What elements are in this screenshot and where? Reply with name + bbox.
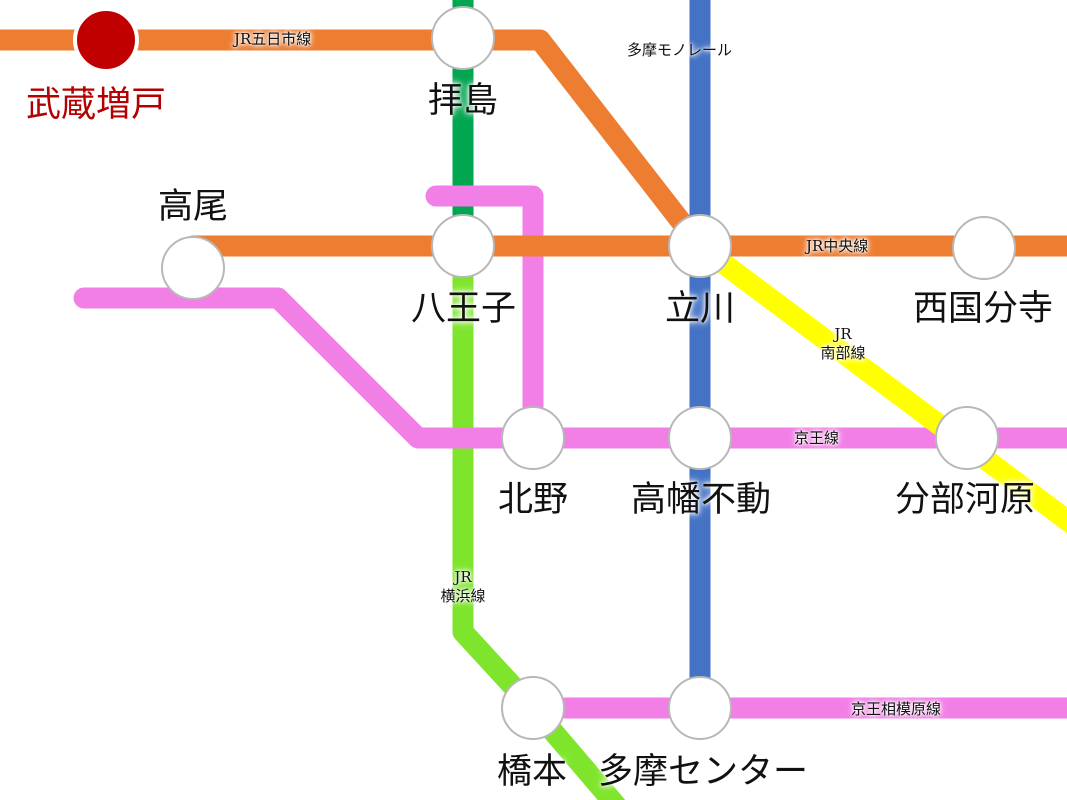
station-label-hashimoto: 橋本 (497, 752, 568, 792)
station-marker-haijima (431, 6, 495, 70)
station-marker-nishi-kokubunji (952, 216, 1016, 280)
station-marker-kitano (501, 406, 565, 470)
line-keio (425, 185, 1067, 449)
station-marker-hashimoto (501, 676, 565, 740)
station-label-nishi-kokubunji: 西国分寺 (913, 289, 1054, 329)
station-marker-musashi-masuko (73, 7, 139, 73)
station-label-kitano: 北野 (498, 480, 569, 520)
line-label-jr-yokohama: JR 横浜線 (432, 568, 494, 606)
station-label-hachioji: 八王子 (411, 289, 517, 329)
line-label-jr-nambu-bottom: 南部線 (820, 344, 866, 362)
station-marker-takahata-fudo (668, 406, 732, 470)
station-label-takahata-fudo: 高幡不動 (631, 480, 772, 520)
station-label-tachikawa: 立川 (665, 289, 736, 329)
station-label-takao: 高尾 (158, 187, 229, 227)
station-marker-tachikawa (668, 214, 732, 278)
line-label-keio: 京王線 (794, 429, 840, 447)
line-label-jr-yokohama-top: JR (454, 568, 472, 586)
line-jr-nambu (689, 235, 1067, 534)
line-label-jr-nambu-top: JR (834, 325, 852, 343)
station-label-musashi-masuko: 武蔵増戸 (26, 85, 167, 125)
station-marker-takao (161, 236, 225, 300)
station-label-bubaigawara: 分部河原 (895, 480, 1036, 520)
station-marker-hachioji (431, 214, 495, 278)
line-label-keio-sagamihara: 京王相模原線 (851, 700, 942, 718)
line-keio-takao (73, 287, 544, 449)
line-label-jr-yokohama-bottom: 横浜線 (440, 587, 486, 605)
station-marker-bubaigawara (935, 406, 999, 470)
line-label-jr-itsukaichi: JR五日市線 (234, 30, 312, 48)
line-label-jr-chuo: JR中央線 (806, 237, 869, 255)
station-label-haijima: 拝島 (428, 81, 499, 121)
station-label-tama-center: 多摩センター (598, 752, 809, 792)
line-label-tama-monorail: 多摩モノレール (627, 41, 733, 59)
station-marker-tama-center (668, 676, 732, 740)
line-jr-itsukaichi (0, 29, 711, 257)
line-label-jr-nambu: JR 南部線 (812, 325, 874, 363)
